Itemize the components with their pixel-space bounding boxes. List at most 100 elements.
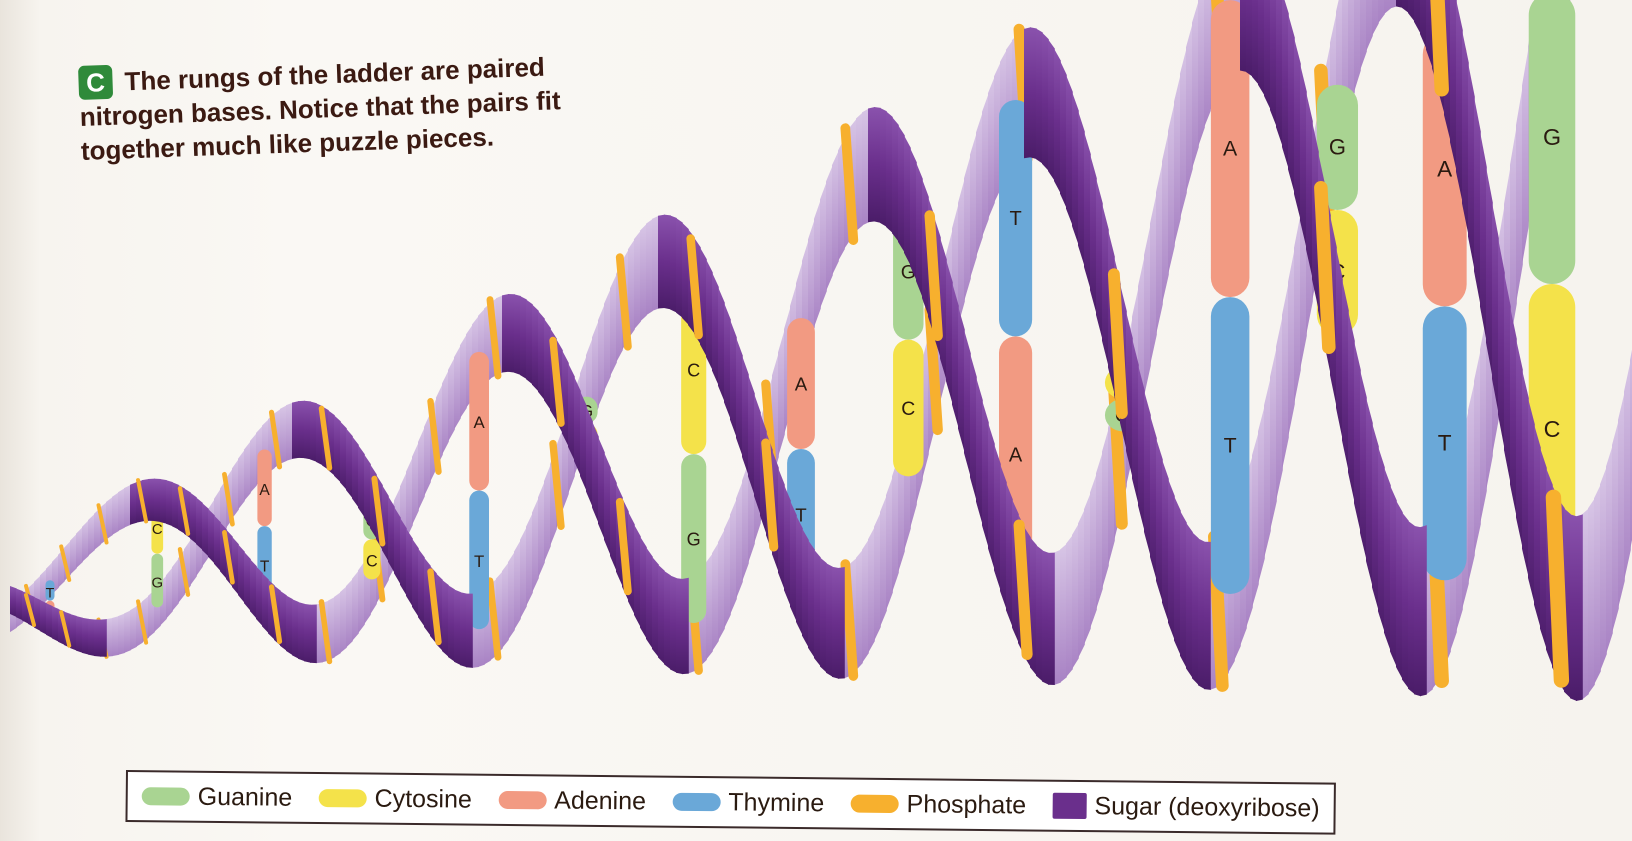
sugar-strand-b-segment [910,148,917,281]
sugar-strand-b-segment [1186,23,1193,193]
sugar-strand-a-segment [1462,30,1469,236]
sugar-strand-a-segment [958,178,965,326]
legend-label: Thymine [728,788,824,818]
sugar-strand-b-segment [352,571,359,642]
base-letter: G [1329,134,1346,159]
sugar-strand-a-segment [454,589,461,665]
sugar-strand-b-segment [262,573,269,633]
sugar-strand-a-segment [1384,0,1391,14]
sugar-strand-a-segment [40,600,47,635]
sugar-strand-a-segment [232,459,239,519]
sugar-strand-a-segment [1582,508,1589,699]
legend-item-cytosine: Cytosine [318,784,472,815]
sugar-strand-a-segment [1048,39,1055,181]
sugar-strand-b-segment [520,296,527,379]
sugar-strand-a-segment [346,428,353,498]
base-letter: A [259,482,270,499]
legend-label: Phosphate [906,790,1026,820]
sugar-strand-b-segment [862,108,869,225]
sugar-strand-a-segment [466,594,473,668]
sugar-strand-b-segment [898,125,905,253]
sugar-strand-a-segment [1144,391,1151,558]
sugar-strand-a-segment [514,540,521,630]
phosphate-group [1114,274,1122,413]
sugar-strand-b-segment [604,452,611,555]
sugar-strand-b-segment [1408,521,1415,694]
phosphate-group [1434,0,1442,89]
sugar-strand-b-segment [718,529,725,641]
sugar-strand-a-segment [46,603,53,638]
sugar-strand-a-segment [508,552,515,640]
sugar-strand-a-segment [814,550,821,667]
sugar-strand-b-segment [286,595,293,655]
sugar-strand-a-segment [1162,459,1169,622]
sugar-strand-b-segment [460,334,467,418]
sugar-strand-a-segment [988,76,995,219]
sugar-strand-b-segment [232,537,239,595]
sugar-strand-a-segment [1378,0,1385,23]
sugar-strand-b-segment [1510,125,1517,343]
base-letter: T [474,552,484,571]
sugar-strand-b-segment [1078,509,1085,658]
sugar-strand-b-segment [238,544,245,603]
sugar-strand-a-segment [16,588,23,620]
sugar-strand-a-segment [1192,532,1199,685]
sugar-strand-b-segment [868,107,875,222]
sugar-strand-b-segment [1354,341,1361,533]
sugar-strand-b-segment [652,557,659,658]
sugar-strand-a-segment [868,527,875,653]
sugar-strand-a-segment [82,618,89,655]
sugar-strand-b-segment [448,357,455,442]
sugar-strand-a-segment [1060,61,1067,209]
sugar-strand-a-segment [1510,307,1517,518]
sugar-strand-a-segment [520,527,527,619]
sugar-strand-b-segment [1396,500,1403,679]
sugar-strand-a-segment [130,606,137,650]
sugar-strand-b-segment [202,503,209,557]
sugar-strand-b-segment [1096,452,1103,610]
sugar-strand-b-segment [1072,523,1079,669]
sugar-strand-a-segment [604,288,611,391]
sugar-strand-b-segment [1252,0,1259,85]
sugar-strand-a-segment [388,496,395,573]
sugar-strand-b-segment [568,363,575,461]
sugar-strand-a-segment [1174,496,1181,656]
sugar-strand-b-segment [982,400,989,548]
sugar-strand-b-segment [826,165,833,291]
sugar-strand-b-segment [256,566,263,626]
sugar-strand-a-segment [382,485,389,562]
legend-item-thymine: Thymine [672,787,824,818]
sugar-strand-b-segment [502,294,509,373]
sugar-strand-a-segment [598,304,605,407]
sugar-strand-b-segment [562,350,569,447]
sugar-strand-a-segment [298,401,305,458]
sugar-strand-b-segment [1402,512,1409,688]
sugar-strand-b-segment [1282,0,1289,169]
sugar-strand-b-segment [1090,473,1097,628]
sugar-strand-a-segment [406,528,413,606]
sugar-strand-a-segment [886,476,893,610]
sugar-strand-a-segment [310,401,317,461]
sugar-strand-b-segment [724,515,731,629]
sugar-strand-a-segment [1366,0,1373,52]
sugar-strand-b-segment [856,112,863,231]
sugar-strand-a-segment [52,606,59,642]
sugar-strand-b-segment [1378,446,1385,632]
sugar-strand-a-segment [1612,420,1619,633]
guanine-swatch [142,787,190,806]
sugar-strand-a-segment [706,259,713,370]
sugar-strand-b-segment [658,565,665,665]
sugar-strand-b-segment [1156,161,1163,335]
sugar-strand-b-segment [532,304,539,391]
sugar-strand-a-segment [1354,0,1361,92]
sugar-strand-a-segment [1474,97,1481,307]
base-pair: AT [1211,0,1250,594]
sugar-strand-b-segment [778,329,785,457]
sugar-strand-b-segment [820,181,827,308]
sugar-strand-b-segment [886,111,893,233]
sugar-strand-a-segment [1516,339,1523,549]
sugar-strand-b-segment [76,527,83,568]
legend-label: Cytosine [374,784,472,814]
sugar-strand-b-segment [1180,47,1187,218]
sugar-strand-a-segment [286,403,293,461]
